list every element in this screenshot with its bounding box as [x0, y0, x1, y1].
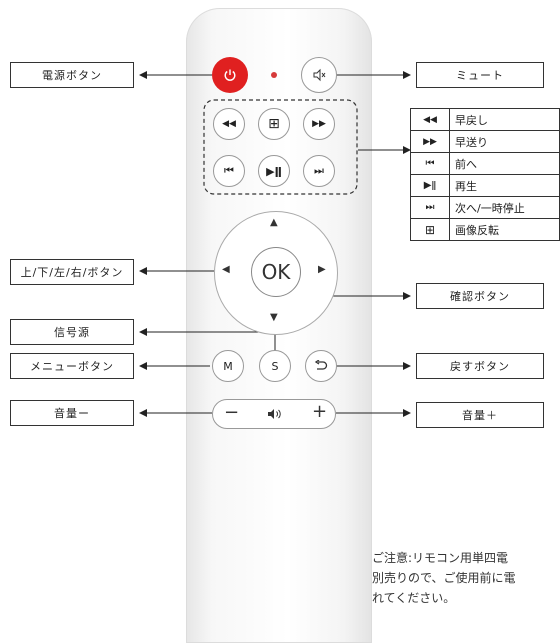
back-label: 戻すボタン — [416, 353, 544, 379]
left-arrow-icon[interactable]: ◀ — [222, 264, 230, 275]
indicator-led — [271, 72, 277, 78]
note-line-2: 別売りので、ご使用前に電 — [372, 571, 516, 585]
next-button[interactable]: ⏭ — [303, 155, 335, 187]
power-label: 電源ボタン — [10, 62, 134, 88]
previous-icon: ⏮ — [411, 153, 450, 174]
rewind-icon: ◀◀ — [411, 109, 450, 130]
image-flip-icon: ⊞ — [411, 219, 450, 240]
media-group-outline — [203, 99, 358, 195]
next-icon: ⏭ — [314, 164, 324, 177]
back-icon — [314, 360, 328, 370]
menu-button[interactable]: M — [212, 350, 244, 382]
vol-down-label: 音量ー — [10, 400, 134, 426]
mute-button[interactable] — [301, 57, 337, 93]
fast-forward-icon: ▶▶ — [411, 131, 450, 152]
play-pause-button[interactable]: ▶ǁ — [258, 155, 290, 187]
rewind-button[interactable]: ◀◀ — [213, 108, 245, 140]
volume-down-button[interactable]: − — [224, 402, 240, 423]
vol-up-label: 音量＋ — [416, 402, 544, 428]
power-button[interactable] — [212, 57, 248, 93]
mute-icon — [313, 68, 326, 82]
down-arrow-icon[interactable]: ▼ — [270, 312, 278, 323]
up-arrow-icon[interactable]: ▲ — [270, 217, 278, 228]
next-icon: ⏭ — [411, 197, 450, 218]
source-button[interactable]: S — [259, 350, 291, 382]
fast-forward-icon: ▶▶ — [312, 119, 326, 129]
back-button[interactable] — [305, 350, 337, 382]
media-legend-table: ◀◀ 早戻し ▶▶ 早送り ⏮ 前へ ▶ǁ 再生 ⏭ 次へ/一時停止 ⊞ 画像反… — [410, 108, 560, 241]
legend-text: 早戻し — [455, 113, 488, 127]
legend-text: 画像反転 — [455, 223, 499, 237]
battery-note: ご注意:リモコン用単四電 別売りので、ご使用前に電 れてください。 — [372, 548, 560, 608]
source-line — [139, 328, 276, 355]
legend-row: ⊞ 画像反転 — [410, 218, 560, 241]
legend-row: ⏮ 前へ — [410, 152, 560, 174]
right-arrow-icon[interactable]: ▶ — [318, 264, 326, 275]
note-line-1: ご注意:リモコン用単四電 — [372, 551, 509, 565]
image-flip-button[interactable]: ⊞ — [258, 108, 290, 140]
legend-row: ▶ǁ 再生 — [410, 174, 560, 196]
fast-forward-button[interactable]: ▶▶ — [303, 108, 335, 140]
ok-button[interactable]: OK — [251, 247, 301, 297]
play-pause-icon: ▶ǁ — [411, 175, 450, 196]
image-flip-icon: ⊞ — [268, 116, 280, 132]
previous-icon: ⏮ — [224, 164, 234, 177]
menu-label: メニューボタン — [10, 353, 134, 379]
legend-row: ⏭ 次へ/一時停止 — [410, 196, 560, 218]
note-line-3: れてください。 — [372, 591, 456, 605]
legend-text: 前へ — [455, 157, 477, 171]
legend-row: ▶▶ 早送り — [410, 130, 560, 152]
dpad-label: 上/下/左/右/ボタン — [10, 259, 134, 285]
previous-button[interactable]: ⏮ — [213, 155, 245, 187]
legend-text: 早送り — [455, 135, 488, 149]
ok-label: 確認ボタン — [416, 283, 544, 309]
volume-up-button[interactable]: + — [312, 401, 328, 422]
play-pause-icon: ▶ǁ — [266, 164, 282, 178]
legend-row: ◀◀ 早戻し — [410, 108, 560, 130]
power-icon — [224, 69, 236, 81]
source-label: 信号源 — [10, 319, 134, 345]
legend-text: 再生 — [455, 179, 477, 193]
rewind-icon: ◀◀ — [222, 119, 236, 129]
speaker-icon — [267, 406, 283, 425]
mute-label: ミュート — [416, 62, 544, 88]
legend-text: 次へ/一時停止 — [455, 201, 525, 215]
